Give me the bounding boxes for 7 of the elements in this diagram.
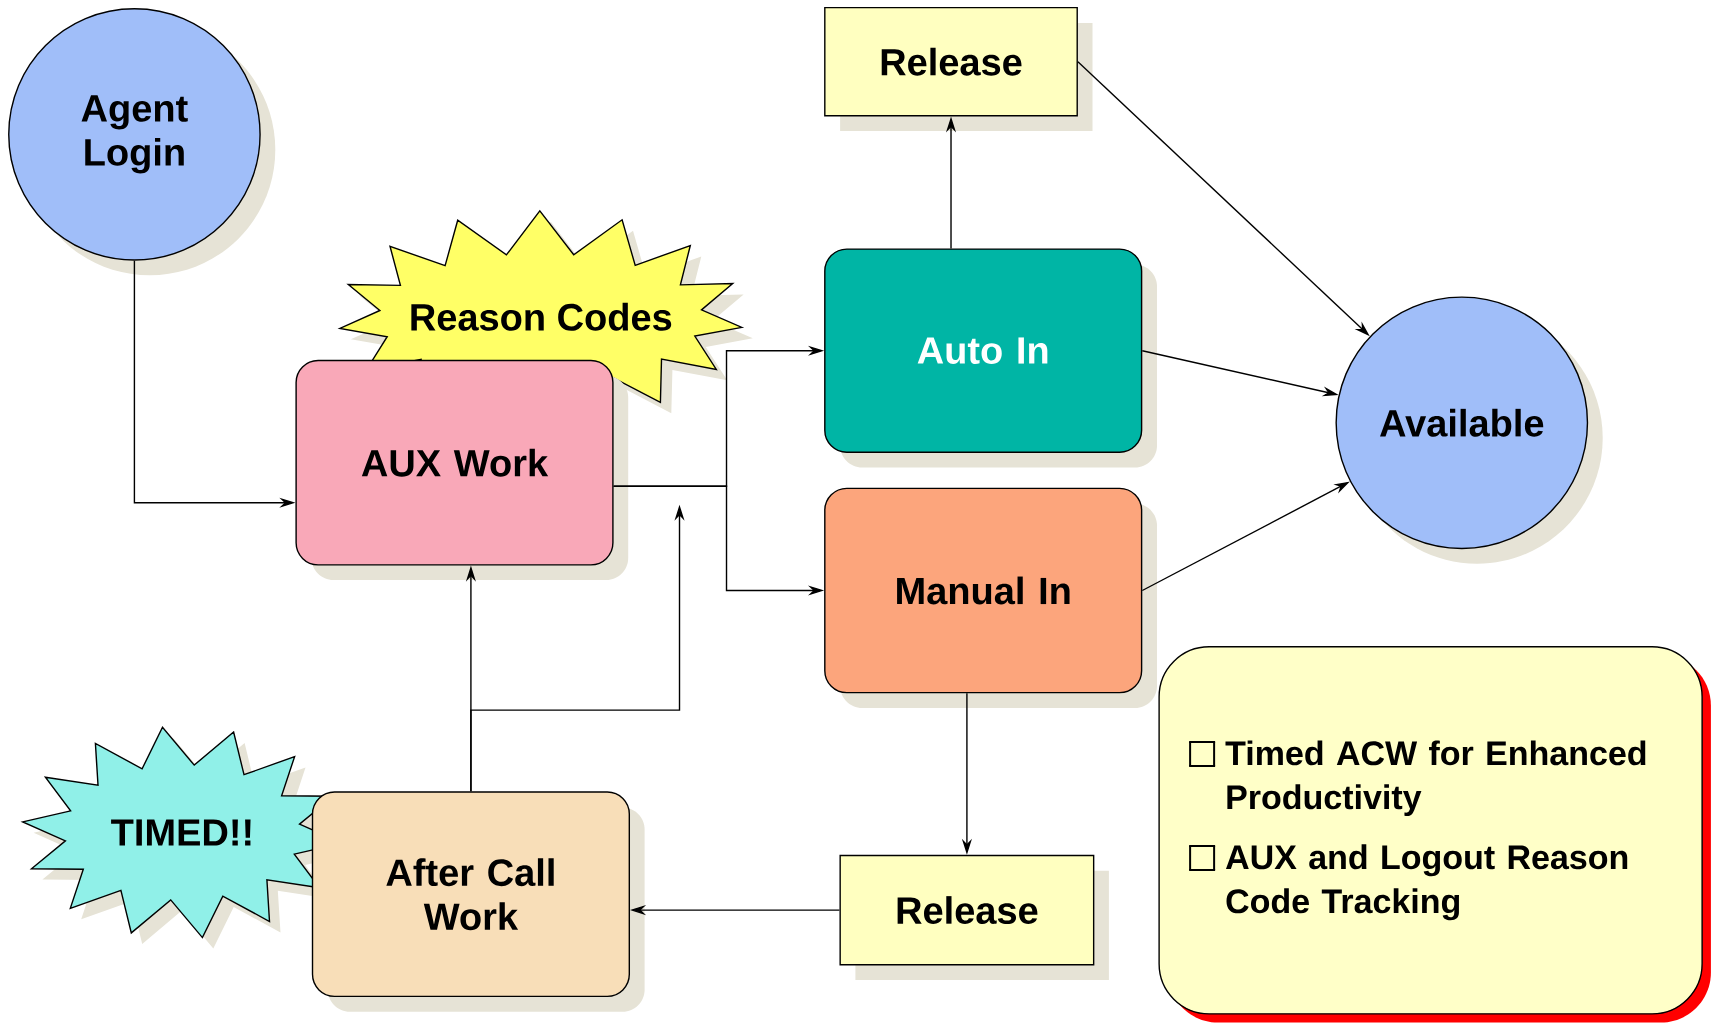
release-box: Release <box>839 854 1109 980</box>
state-box: Auto In <box>824 248 1157 468</box>
state-box: AUX Work <box>295 359 629 581</box>
state-box: Manual In <box>824 487 1157 708</box>
state-box: After Call Work <box>311 791 645 1012</box>
release-box: Release <box>824 6 1093 132</box>
note-box: Timed ACW for Enhanced Productivity AUX and Logout Reason Code Tracking <box>1158 646 1711 1023</box>
